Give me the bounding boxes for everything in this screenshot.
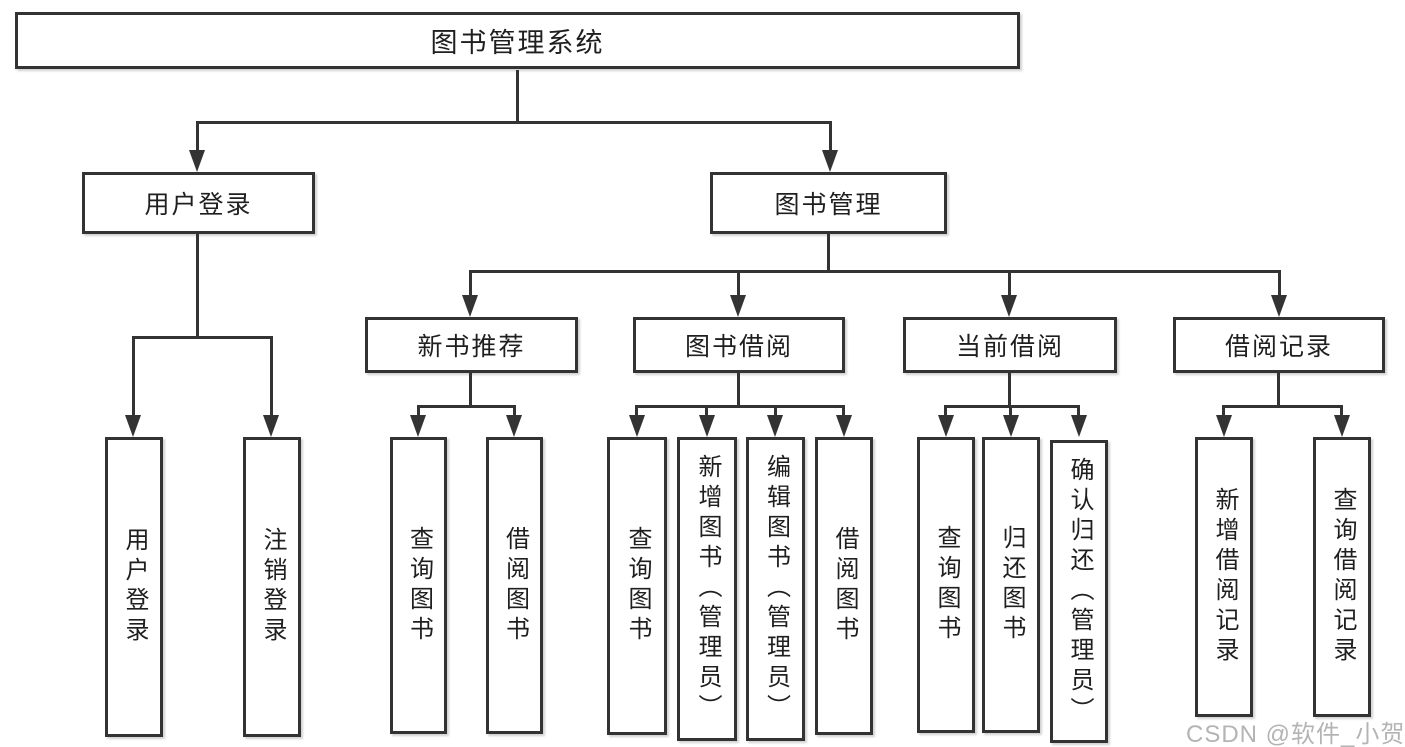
node-book-management: 图书管理 — [710, 172, 947, 234]
node-library-management-system: 图书管理系统 — [15, 12, 1020, 69]
node-new-book-recommend: 新书推荐 — [365, 317, 578, 373]
connector-bb-branch — [635, 405, 845, 408]
connector-rec-stem — [469, 372, 472, 405]
connector-drop-bb-borrow — [842, 405, 845, 418]
arrow-down-icon — [263, 415, 279, 437]
connector-cb-stem — [1008, 372, 1011, 405]
connector-drop-cb-return — [1009, 405, 1012, 418]
connector-drop-cb-query — [944, 405, 947, 418]
connector-drop-br-add — [1222, 405, 1225, 418]
leaf-rec-borrow-books: 借阅图书 — [486, 437, 543, 734]
arrow-down-icon — [189, 150, 205, 172]
connector-drop-br-query — [1340, 405, 1343, 418]
node-user-login: 用户登录 — [82, 172, 315, 234]
connector-drop-current-borrow — [1008, 270, 1011, 297]
arrow-down-icon — [836, 415, 852, 437]
node-borrow-records: 借阅记录 — [1173, 317, 1385, 373]
arrow-down-icon — [1003, 415, 1019, 437]
connector-drop-rec-query — [417, 405, 420, 418]
connector-br-stem — [1277, 372, 1280, 405]
connector-drop-bb-add — [705, 405, 708, 418]
node-current-borrow: 当前借阅 — [903, 317, 1117, 373]
connector-drop-cb-confirm — [1077, 405, 1080, 418]
arrow-down-icon — [1216, 415, 1232, 437]
connector-cb-branch — [944, 405, 1080, 408]
connector-rec-branch — [417, 405, 516, 408]
arrow-down-icon — [1271, 295, 1287, 317]
leaf-bb-add-books-admin: 新增图书（管理员） — [677, 437, 737, 741]
arrow-down-icon — [822, 150, 838, 172]
connector-drop-book-borrow — [737, 270, 740, 297]
leaf-cb-return-books: 归还图书 — [982, 437, 1040, 733]
connector-drop-new-book — [469, 270, 472, 297]
node-book-borrow: 图书借阅 — [633, 317, 845, 373]
leaf-bb-borrow-books: 借阅图书 — [815, 437, 873, 735]
leaf-br-query-record: 查询借阅记录 — [1313, 437, 1371, 717]
arrow-down-icon — [1001, 295, 1017, 317]
arrow-down-icon — [506, 415, 522, 437]
leaf-cb-confirm-return-admin: 确认归还（管理员） — [1050, 440, 1108, 743]
leaf-cb-query-books: 查询图书 — [917, 437, 975, 733]
csdn-watermark: CSDN @软件_小贺同学 — [1186, 721, 1405, 747]
connector-drop-rec-borrow — [513, 405, 516, 418]
arrow-down-icon — [125, 415, 141, 437]
connector-mgmt-branch — [469, 270, 1281, 273]
connector-drop-borrow-record — [1278, 270, 1281, 297]
leaf-br-add-record: 新增借阅记录 — [1195, 437, 1253, 717]
leaf-logout: 注销登录 — [243, 437, 301, 737]
connector-drop-bb-edit — [774, 405, 777, 418]
arrow-down-icon — [1071, 415, 1087, 437]
arrow-down-icon — [410, 415, 426, 437]
leaf-rec-query-books: 查询图书 — [390, 437, 447, 734]
connector-mgmt-stem — [827, 233, 830, 270]
connector-drop-book-mgmt — [829, 121, 832, 153]
arrow-down-icon — [730, 295, 746, 317]
leaf-user-login: 用户登录 — [105, 437, 163, 737]
connector-bb-stem — [737, 372, 740, 405]
connector-login-stem — [196, 233, 199, 336]
connector-drop-login-leaf — [132, 336, 135, 418]
arrow-down-icon — [938, 415, 954, 437]
arrow-down-icon — [767, 415, 783, 437]
connector-drop-logout-leaf — [270, 336, 273, 418]
connector-br-branch — [1222, 405, 1343, 408]
connector-root-branch — [196, 121, 832, 124]
connector-root-stem — [516, 70, 519, 121]
arrow-down-icon — [462, 295, 478, 317]
arrow-down-icon — [629, 415, 645, 437]
arrow-down-icon — [699, 415, 715, 437]
leaf-bb-edit-books-admin: 编辑图书（管理员） — [746, 437, 805, 741]
connector-drop-bb-query — [635, 405, 638, 418]
arrow-down-icon — [1334, 415, 1350, 437]
connector-login-branch — [132, 336, 273, 339]
connector-drop-user-login — [196, 121, 199, 153]
leaf-bb-query-books: 查询图书 — [607, 437, 667, 735]
